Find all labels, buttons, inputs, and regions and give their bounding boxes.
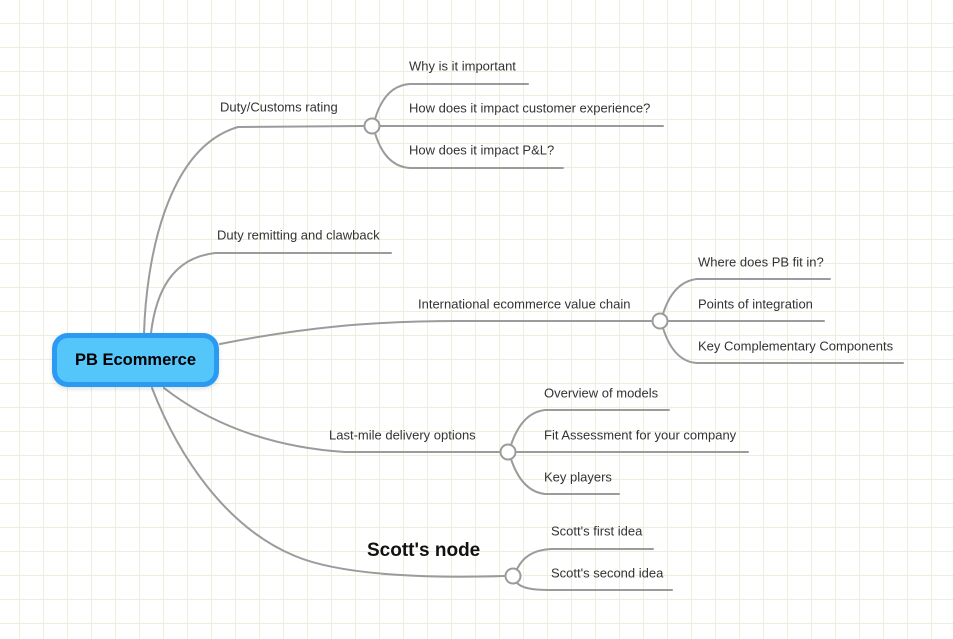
- node-key-complementary-components[interactable]: Key Complementary Components: [698, 338, 894, 354]
- node-why-is-it-important[interactable]: Why is it important: [409, 58, 516, 74]
- root-node[interactable]: PB Ecommerce: [52, 333, 219, 387]
- root-node-label: PB Ecommerce: [74, 350, 197, 369]
- node-duty-remitting-clawback[interactable]: Duty remitting and clawback: [217, 227, 380, 243]
- node-impact-pl[interactable]: How does it impact P&L?: [409, 142, 555, 158]
- connector-line: [516, 582, 673, 591]
- connector-line: [150, 252, 392, 334]
- branch-toggle-value-chain[interactable]: [651, 312, 669, 330]
- node-points-of-integration[interactable]: Points of integration: [698, 296, 813, 312]
- node-international-value-chain[interactable]: International ecommerce value chain: [418, 296, 631, 312]
- node-overview-of-models[interactable]: Overview of models: [544, 385, 659, 401]
- branch-toggle-duty-customs[interactable]: [363, 117, 381, 135]
- node-where-does-pb-fit[interactable]: Where does PB fit in?: [698, 254, 824, 270]
- connector-line: [219, 320, 652, 345]
- branch-toggle-last-mile[interactable]: [499, 443, 517, 461]
- node-scotts-second-idea[interactable]: Scott's second idea: [551, 565, 664, 581]
- node-key-players[interactable]: Key players: [544, 469, 612, 485]
- node-duty-customs-rating[interactable]: Duty/Customs rating: [220, 99, 338, 115]
- node-scotts-first-idea[interactable]: Scott's first idea: [551, 523, 643, 539]
- branch-toggle-scotts-node[interactable]: [504, 567, 522, 585]
- node-scotts-node[interactable]: Scott's node: [367, 540, 481, 561]
- node-impact-customer-experience[interactable]: How does it impact customer experience?: [409, 100, 651, 116]
- node-last-mile-delivery-options[interactable]: Last-mile delivery options: [329, 427, 476, 443]
- node-fit-assessment[interactable]: Fit Assessment for your company: [544, 427, 737, 443]
